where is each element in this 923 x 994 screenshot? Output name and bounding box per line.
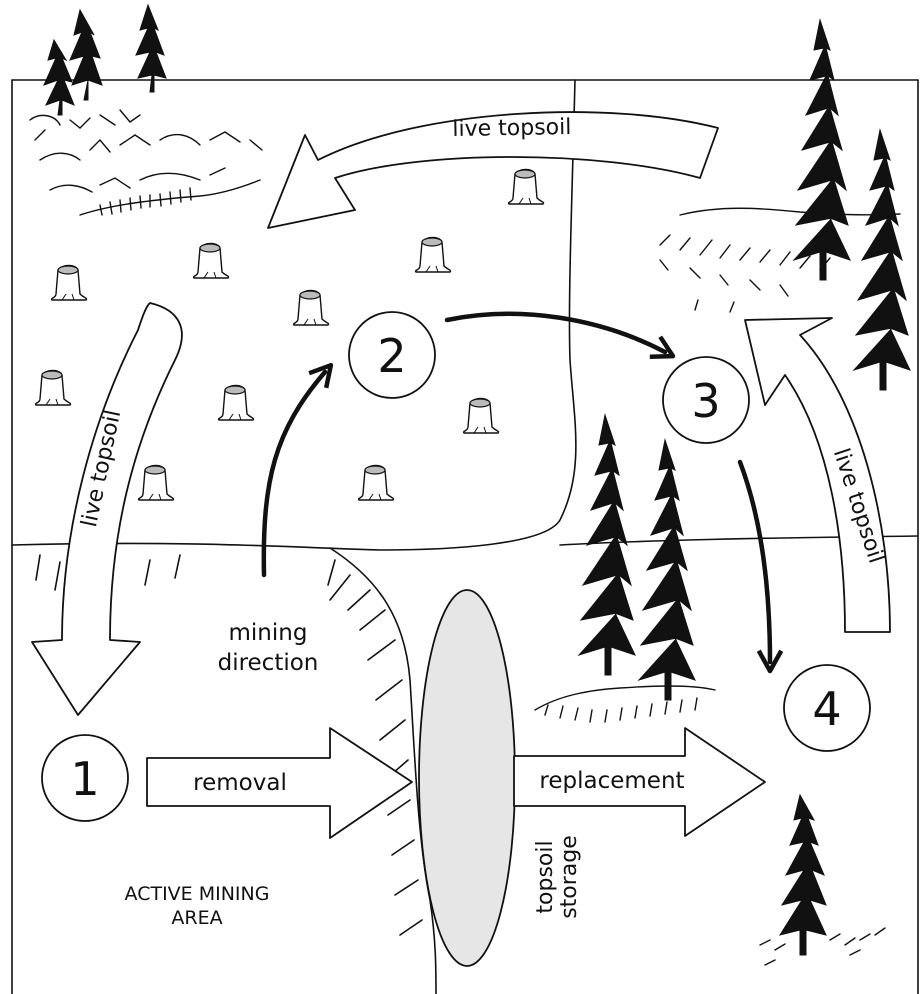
removal-arrow bbox=[146, 727, 413, 839]
replacement-arrow bbox=[513, 727, 766, 837]
bottom-right-sapling bbox=[759, 793, 886, 966]
topsoil-storage-pile bbox=[418, 589, 516, 967]
frame bbox=[11, 79, 919, 994]
stump bbox=[462, 397, 500, 434]
mining-direction-label: direction bbox=[218, 650, 319, 676]
middle-forest bbox=[534, 414, 716, 723]
stump bbox=[137, 464, 175, 501]
stump bbox=[34, 369, 72, 406]
tree-icon bbox=[638, 439, 696, 701]
stump bbox=[217, 384, 255, 421]
tree-icon bbox=[853, 129, 911, 391]
top-right-forest bbox=[659, 19, 911, 391]
topsoil-storage-label: storage bbox=[557, 835, 582, 919]
process-arrows bbox=[261, 311, 784, 674]
top-left-shrubland bbox=[29, 3, 263, 216]
stage-number: 2 bbox=[377, 329, 406, 383]
arrow-to-stage-4 bbox=[737, 459, 784, 674]
active-mining-area-label: ACTIVE MINING bbox=[125, 883, 270, 905]
mining-direction-label: mining bbox=[229, 620, 308, 646]
stump bbox=[292, 289, 330, 326]
tree-icon bbox=[578, 414, 636, 676]
stump bbox=[50, 264, 88, 301]
arrow-to-stage-2 bbox=[261, 362, 334, 578]
stage-3: 3 bbox=[662, 356, 750, 444]
stage-4: 4 bbox=[783, 664, 871, 752]
stage-number: 4 bbox=[812, 682, 841, 736]
stage-number: 1 bbox=[70, 752, 99, 806]
topsoil-storage-label: topsoil bbox=[533, 840, 558, 913]
live-topsoil-arrow-right bbox=[744, 317, 891, 633]
arrow-to-stage-3 bbox=[444, 311, 676, 360]
stump bbox=[414, 236, 452, 273]
stump bbox=[507, 168, 545, 205]
stage-1: 1 bbox=[41, 734, 129, 822]
live-topsoil-arrow-top bbox=[267, 111, 719, 229]
stump bbox=[192, 242, 230, 279]
tree-icon bbox=[793, 19, 851, 281]
stage-number: 3 bbox=[691, 374, 720, 428]
field-boundaries bbox=[11, 79, 919, 994]
live-topsoil-arrow-left bbox=[31, 302, 183, 716]
stage-2: 2 bbox=[348, 311, 436, 399]
active-mining-area-label: AREA bbox=[171, 907, 222, 929]
removal-label: removal bbox=[193, 770, 287, 796]
stump bbox=[357, 464, 395, 501]
replacement-label: replacement bbox=[539, 768, 684, 794]
live-topsoil-label-top: live topsoil bbox=[452, 115, 571, 142]
